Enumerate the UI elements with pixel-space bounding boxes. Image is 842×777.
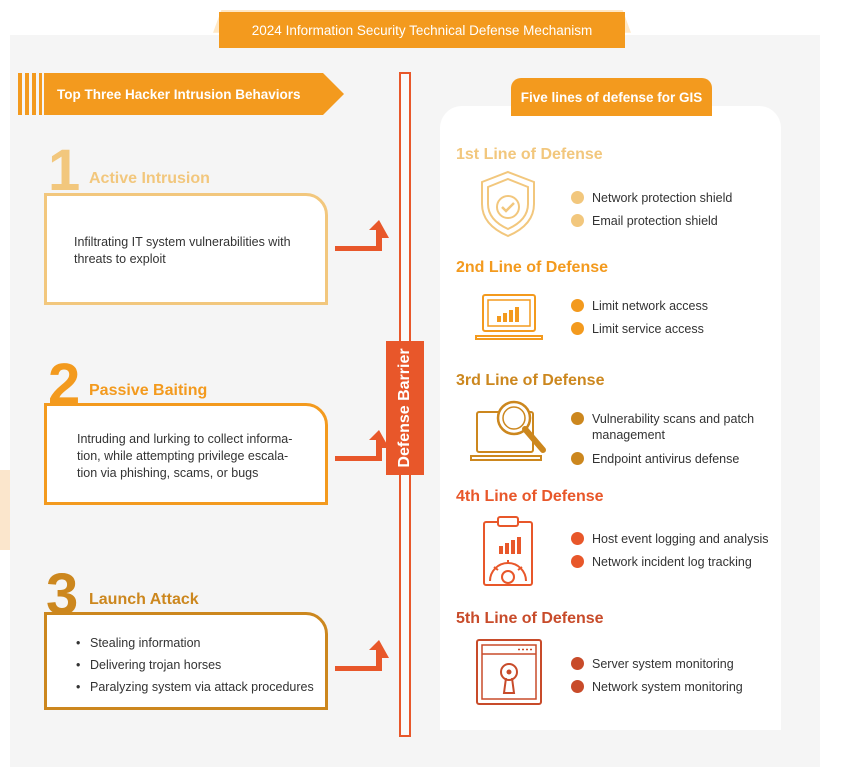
behavior-bullet: Delivering trojan horses	[76, 657, 315, 674]
behavior-box-2: Intruding and lurking to collect informa…	[44, 403, 328, 505]
defense-item: Network incident log tracking	[592, 555, 752, 569]
stripe-decoration	[18, 73, 42, 115]
bullet-dot	[571, 532, 584, 545]
defense-item: Network protection shield	[592, 191, 733, 205]
header-banner: 2024 Information Security Technical Defe…	[213, 10, 631, 48]
laptop-magnifier-icon	[470, 400, 546, 461]
behavior-name-2: Passive Baiting	[89, 382, 208, 399]
defense-item: Server system monitoring	[592, 657, 734, 671]
defense-line-2-title: 2nd Line of Defense	[456, 259, 609, 276]
bullet-dot	[571, 555, 584, 568]
behavior-text-2: Intruding and lurking to collect informa…	[77, 432, 293, 480]
arrow-icon	[335, 430, 389, 461]
bullet-dot	[571, 322, 584, 335]
defense-item: Network system monitoring	[592, 680, 743, 694]
defense-lines-title: Five lines of defense for GIS	[511, 78, 712, 116]
left-section-header: Top Three Hacker Intrusion Behaviors	[18, 73, 348, 115]
behavior-number-1: 1	[48, 138, 81, 203]
bullet-dot	[571, 680, 584, 693]
decorative-hexagon	[0, 470, 10, 550]
shield-check-icon	[481, 170, 535, 238]
bullet-dot	[571, 412, 584, 425]
left-section-title: Top Three Hacker Intrusion Behaviors	[44, 73, 344, 115]
behavior-text-1: Infiltrating IT system vulnerabilities w…	[74, 235, 291, 266]
behavior-name-3: Launch Attack	[89, 591, 199, 608]
arrow-icon	[335, 640, 389, 671]
defense-item: Email protection shield	[592, 214, 718, 228]
defense-line-5-title: 5th Line of Defense	[456, 610, 604, 627]
bullet-dot	[571, 657, 584, 670]
defense-item: Limit network access	[592, 299, 709, 313]
bullet-dot	[571, 191, 584, 204]
clipboard-gear-icon	[483, 516, 533, 586]
defense-item: Endpoint antivirus defense	[592, 452, 740, 466]
defense-line-1-title: 1st Line of Defense	[456, 146, 603, 163]
behavior-bullet: Paralyzing system via attack procedures	[76, 679, 315, 696]
arrow-icon	[335, 220, 389, 251]
behavior-bullet: Stealing information	[76, 635, 315, 652]
defense-line-4-title: 4th Line of Defense	[456, 488, 604, 505]
bullet-dot	[571, 214, 584, 227]
defense-item: Vulnerability scans and patch management	[592, 412, 755, 442]
defense-item: Limit service access	[592, 322, 704, 336]
bullet-dot	[571, 452, 584, 465]
defense-item: Host event logging and analysis	[592, 532, 769, 546]
behavior-box-3: Stealing information Delivering trojan h…	[44, 612, 328, 710]
laptop-chart-icon	[475, 294, 543, 340]
defense-barrier-label: Defense Barrier	[386, 341, 424, 475]
defense-line-3-title: 3rd Line of Defense	[456, 372, 605, 389]
page-title: 2024 Information Security Technical Defe…	[219, 12, 625, 48]
behavior-box-1: Infiltrating IT system vulnerabilities w…	[44, 193, 328, 305]
server-lock-icon	[476, 639, 542, 705]
behavior-name-1: Active Intrusion	[89, 170, 210, 187]
bullet-dot	[571, 299, 584, 312]
